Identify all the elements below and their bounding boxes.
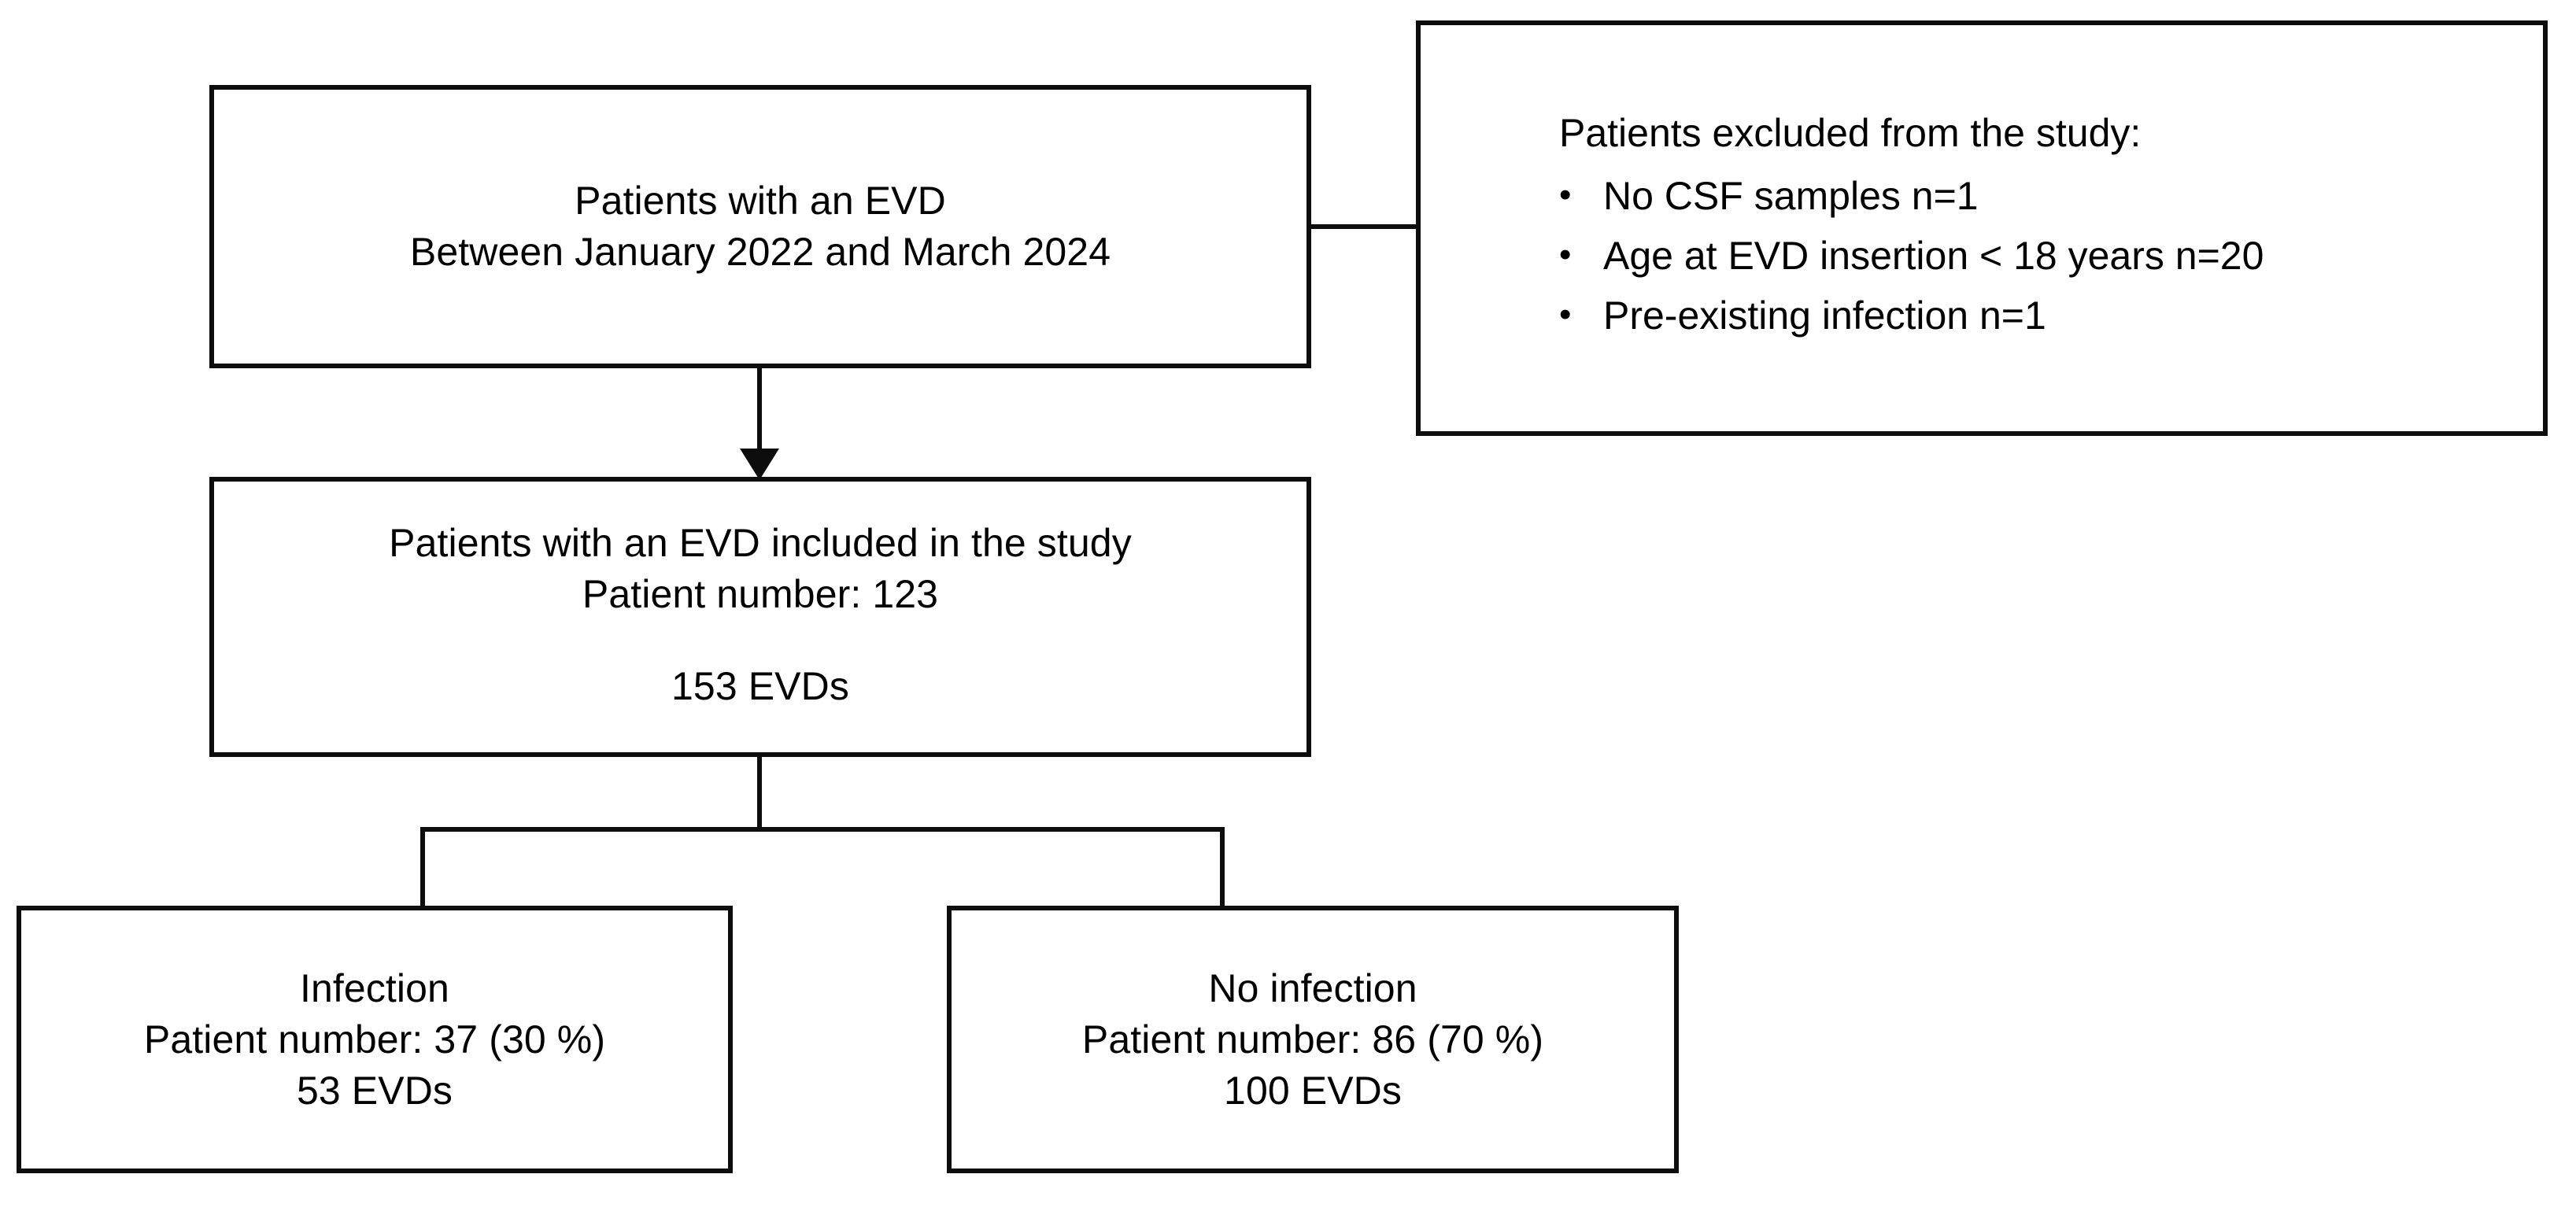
no-infection-line-2: Patient number: 86 (70 %) xyxy=(1081,1017,1544,1061)
connector-split-bar xyxy=(420,827,1225,832)
no-infection-line-1: No infection xyxy=(1208,965,1417,1010)
included-content: Patients with an EVD included in the stu… xyxy=(389,518,1132,712)
connector-drop-to-infection xyxy=(420,827,425,909)
node-infection-group: Infection Patient number: 37 (30 %) 53 E… xyxy=(17,906,733,1173)
excluded-content: Patients excluded from the study: • No C… xyxy=(1421,107,2543,349)
list-item: • Age at EVD insertion < 18 years n=20 xyxy=(1559,230,2543,282)
connector-included-stem xyxy=(757,757,762,832)
node-included-patients: Patients with an EVD included in the stu… xyxy=(209,477,1311,757)
connector-drop-to-no-infection xyxy=(1220,827,1225,909)
node-source-population: Patients with an EVD Between January 202… xyxy=(209,85,1311,368)
source-line-1: Patients with an EVD xyxy=(575,179,946,223)
bullet-icon: • xyxy=(1559,295,1572,334)
infection-line-3: 53 EVDs xyxy=(296,1068,453,1113)
bullet-icon: • xyxy=(1559,235,1572,274)
excluded-reason-text: Pre-existing infection n=1 xyxy=(1603,294,2046,338)
excluded-reason-list: • No CSF samples n=1 • Age at EVD insert… xyxy=(1559,170,2543,342)
node-excluded-patients: Patients excluded from the study: • No C… xyxy=(1416,20,2548,436)
bullet-icon: • xyxy=(1559,175,1572,214)
node-no-infection-group: No infection Patient number: 86 (70 %) 1… xyxy=(947,906,1679,1173)
included-line-1: Patients with an EVD included in the stu… xyxy=(389,520,1132,565)
infection-line-2: Patient number: 37 (30 %) xyxy=(143,1017,606,1061)
included-line-3: 153 EVDs xyxy=(671,663,849,708)
excluded-reason-text: Age at EVD insertion < 18 years n=20 xyxy=(1603,234,2264,278)
list-item: • No CSF samples n=1 xyxy=(1559,170,2543,222)
infection-line-1: Infection xyxy=(300,965,449,1010)
connector-source-to-included xyxy=(757,368,762,458)
source-line-2: Between January 2022 and March 2024 xyxy=(409,230,1111,274)
excluded-reason-text: No CSF samples n=1 xyxy=(1603,174,1979,218)
connector-source-to-excluded xyxy=(1306,224,1421,229)
list-item: • Pre-existing infection n=1 xyxy=(1559,290,2543,342)
excluded-title: Patients excluded from the study: xyxy=(1559,111,2142,155)
no-infection-line-3: 100 EVDs xyxy=(1224,1068,1402,1113)
included-line-2: Patient number: 123 xyxy=(582,571,939,616)
arrowhead-down-icon xyxy=(740,449,779,480)
